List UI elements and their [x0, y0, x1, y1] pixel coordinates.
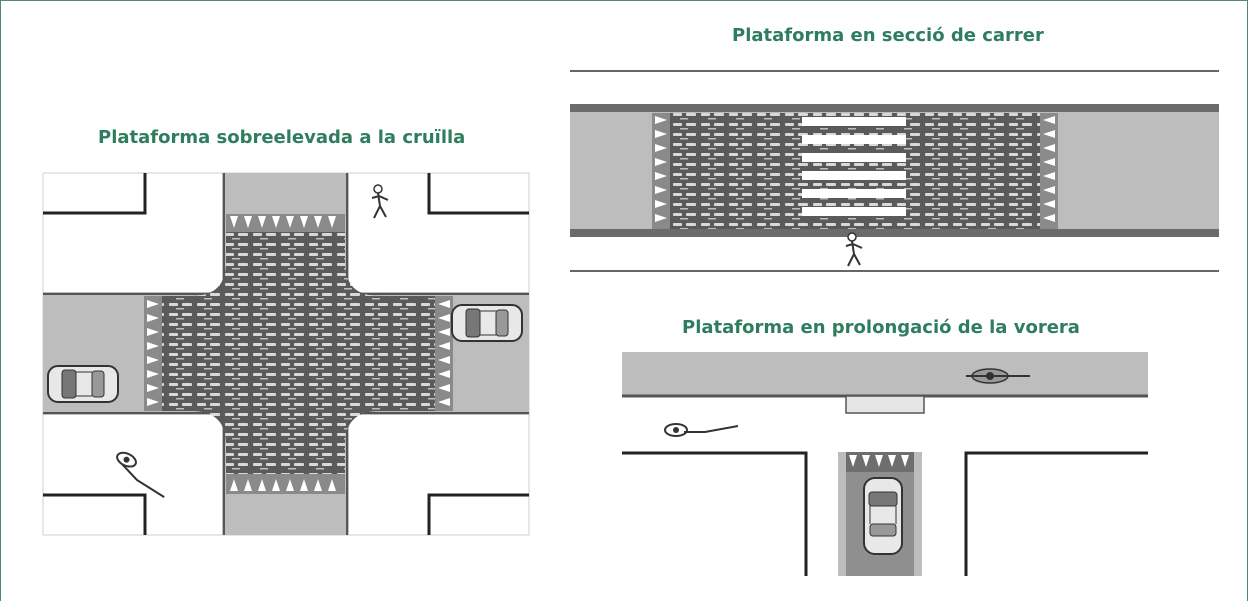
ramp-triangles-west	[144, 296, 162, 411]
building-corners	[622, 451, 1148, 576]
main-street-lane	[622, 352, 1148, 396]
ramp-triangles-right	[1040, 113, 1058, 229]
ramp-triangles-north	[226, 214, 345, 232]
motorcycle-icon	[966, 368, 1030, 384]
sidewalk-extension-diagram-title: Plataforma en prolongació de la vorera	[682, 317, 1080, 338]
street-section-diagram-title: Plataforma en secció de carrer	[732, 25, 1044, 46]
intersection-diagram	[42, 172, 530, 536]
ramp-triangles-left	[652, 113, 670, 229]
building-corners	[43, 173, 529, 535]
raised-intersection-platform	[162, 232, 435, 474]
ramp-triangles-east	[435, 296, 453, 411]
sidewalk-extension-platform	[845, 395, 925, 414]
car-icon	[451, 304, 523, 342]
ramp-triangles-south	[226, 474, 345, 494]
car-icon	[863, 477, 903, 555]
pedestrian-icon	[845, 232, 863, 267]
car-icon	[47, 365, 119, 403]
zebra-crossing	[802, 117, 906, 216]
cyclist-icon	[116, 451, 165, 498]
cyclist-icon	[664, 423, 739, 437]
sidewalk-extension-diagram	[622, 352, 1148, 576]
intersection-diagram-title: Plataforma sobreelevada a la cruïlla	[98, 127, 466, 148]
street-section-diagram	[570, 70, 1219, 272]
